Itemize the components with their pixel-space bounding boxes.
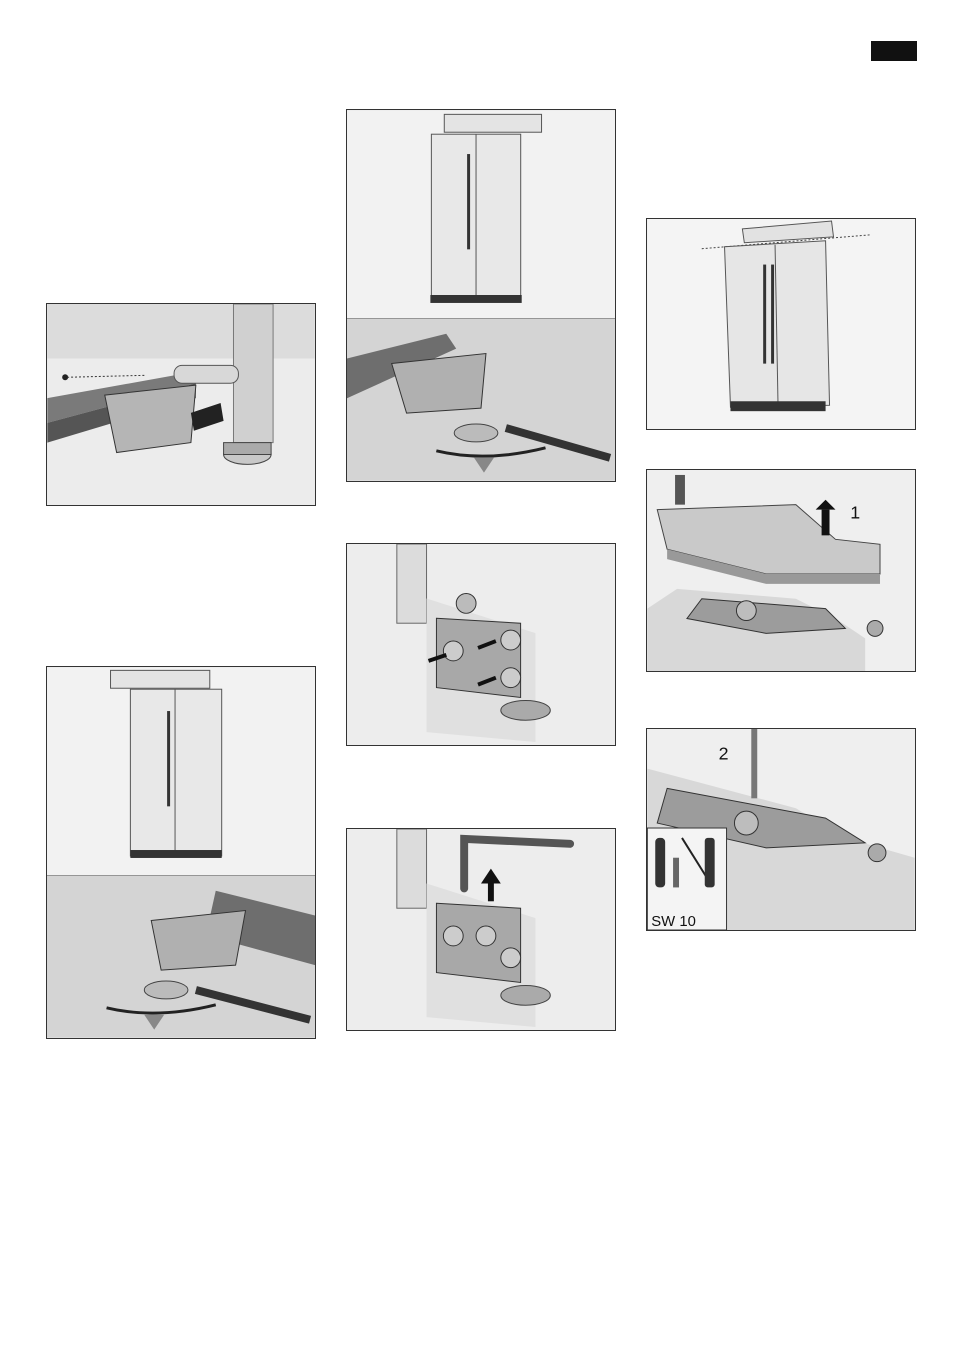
figure-hinge-nut: 2 SW 10 xyxy=(646,728,916,931)
tool-size-label: SW 10 xyxy=(651,914,696,930)
figure-fridge-level-left xyxy=(46,666,316,1039)
figure-hinge-cover-lift: 1 xyxy=(646,469,916,672)
hex-key-adjust-illustration xyxy=(347,829,615,1030)
plinth-removal-illustration xyxy=(47,304,315,505)
figure-fridge-tilted xyxy=(646,218,916,430)
figure-hinge-hexkey xyxy=(346,828,616,1031)
figure-hinge-screws xyxy=(346,543,616,746)
hinge-nut-illustration: 2 SW 10 xyxy=(647,729,915,930)
figure-fridge-level-middle xyxy=(346,109,616,482)
fridge-foot-adjust-illustration xyxy=(47,667,315,1038)
figure-plinth-removal xyxy=(46,303,316,506)
hinge-screws-illustration xyxy=(347,544,615,745)
callout-1-label: 1 xyxy=(850,503,860,523)
callout-2-label: 2 xyxy=(719,744,729,764)
fridge-tilt-illustration xyxy=(647,219,915,429)
section-tab-marker xyxy=(871,41,917,61)
fridge-level-adjust-illustration xyxy=(347,110,615,481)
hinge-cover-lift-illustration: 1 xyxy=(647,470,915,671)
